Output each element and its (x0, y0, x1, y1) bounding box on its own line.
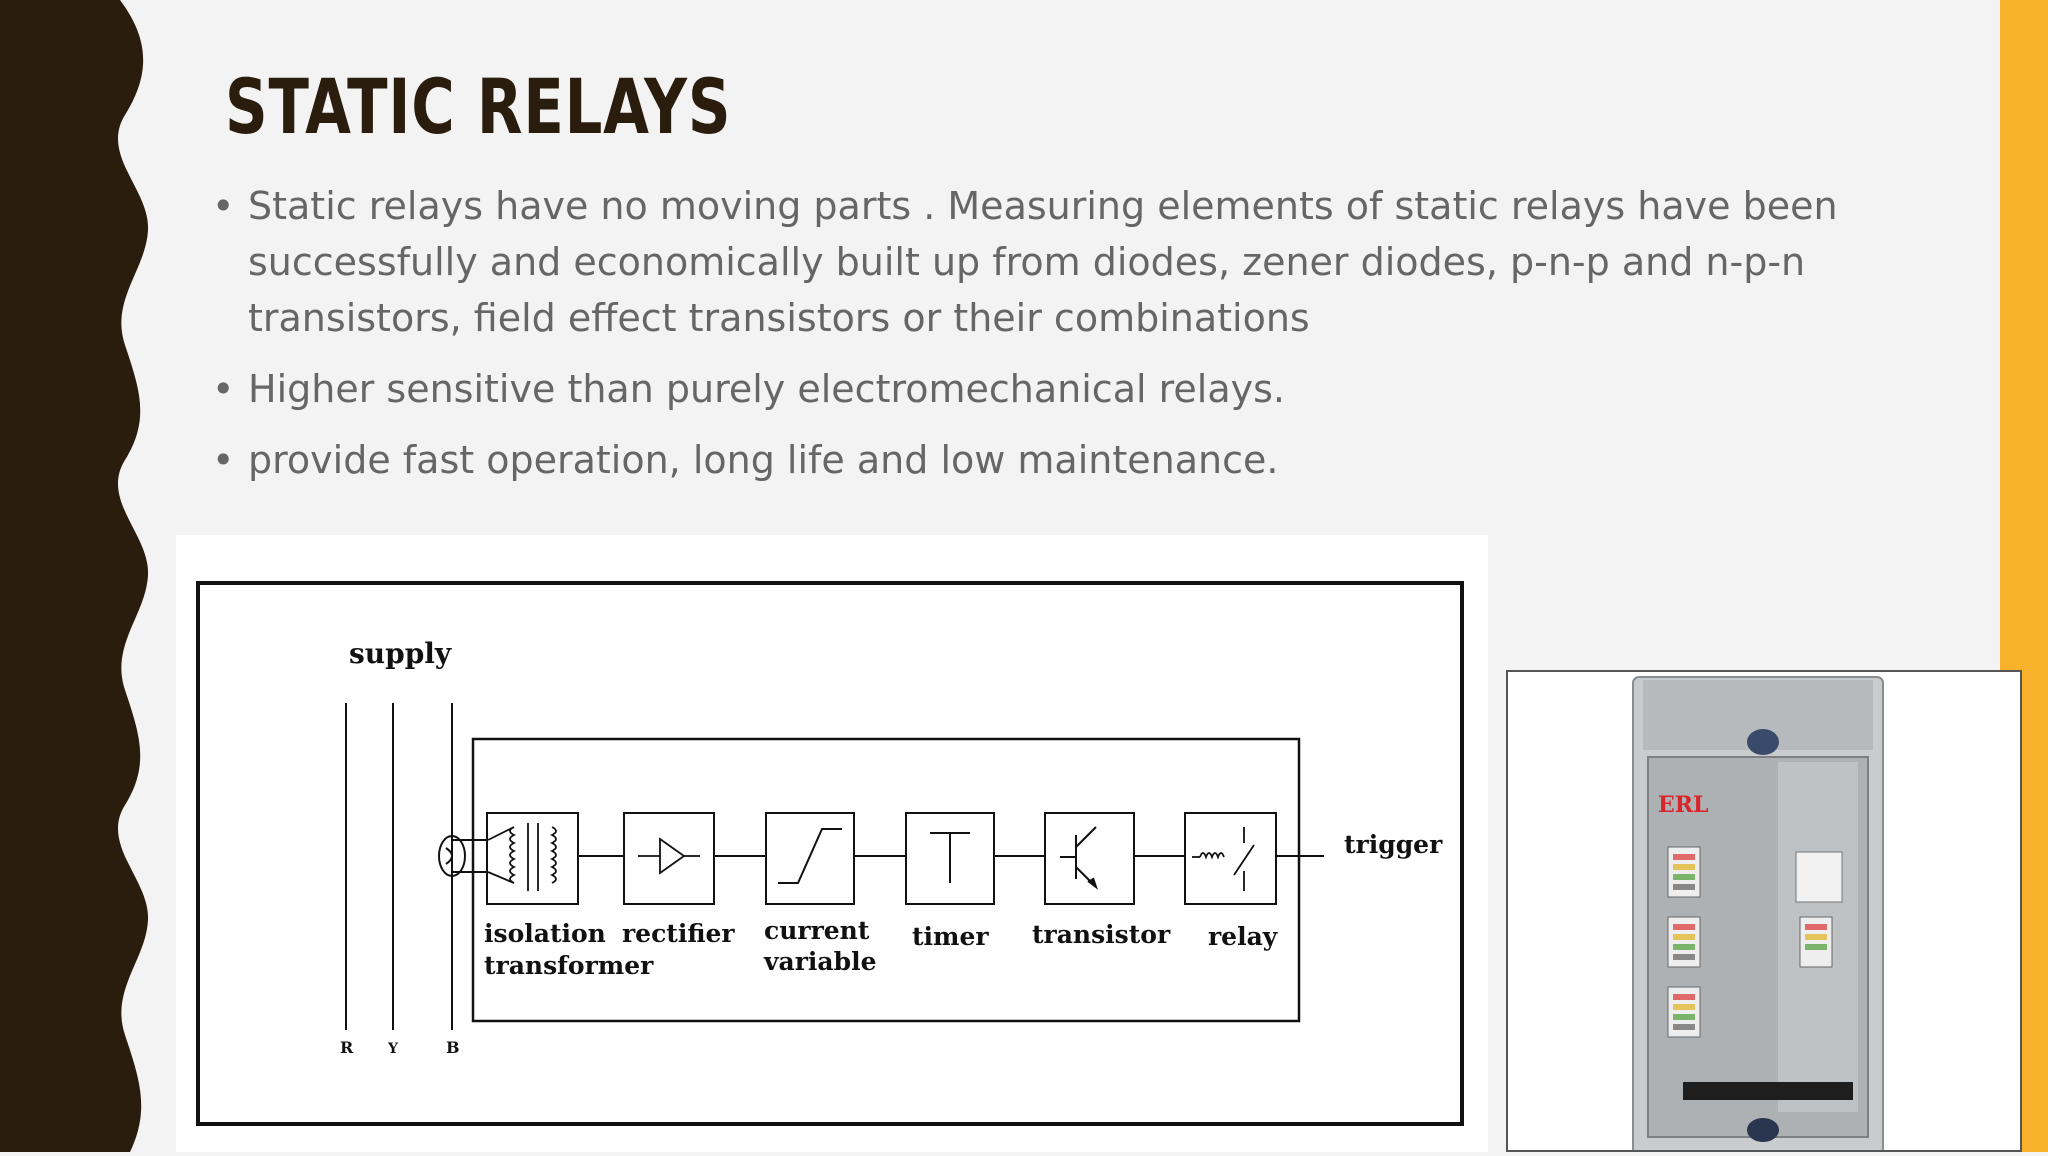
rectifier-symbol-icon (638, 837, 700, 875)
dip-switch-module (1667, 986, 1701, 1038)
bullet-text: Higher sensitive than purely electromech… (248, 367, 1286, 411)
block-relay: relay (1184, 812, 1279, 951)
block-label: relay (1208, 922, 1279, 951)
bullet-dot-icon: • (212, 367, 235, 411)
slide-title: STATIC RELAYS (225, 62, 732, 151)
block-isolation-transformer: isolation transformer (484, 812, 654, 980)
relay-contact-icon (1192, 827, 1255, 891)
dip-switch-module (1667, 846, 1701, 898)
static-relay-block-diagram: supply R Y B (196, 581, 1464, 1126)
diagram-outer-frame (196, 581, 1464, 1126)
phase-label-b: B (446, 1038, 460, 1057)
photo-brand-text: ERL (1658, 792, 1709, 818)
static-relay-device-image: ERL (1508, 672, 2020, 1150)
timer-symbol-icon (930, 832, 970, 883)
bullet-text: provide fast operation, long life and lo… (248, 438, 1279, 482)
dip-switch-module (1799, 916, 1833, 968)
block-transistor: transistor (1032, 812, 1171, 949)
phase-label-y: Y (387, 1041, 399, 1057)
transistor-symbol-icon (1060, 826, 1098, 890)
bullet-item: • provide fast operation, long life and l… (212, 432, 1852, 488)
trigger-label: trigger (1344, 830, 1443, 859)
bullet-item: • Static relays have no moving parts . Me… (212, 178, 1852, 346)
bullet-dot-icon: • (212, 438, 235, 482)
left-wavy-band (0, 0, 149, 1152)
block-label: timer (912, 922, 989, 951)
bullet-item: • Higher sensitive than purely electromec… (212, 361, 1852, 417)
block-timer: timer (905, 812, 995, 951)
dip-switch-module (1667, 916, 1701, 968)
bullet-dot-icon: • (212, 184, 235, 228)
phase-label-r: R (340, 1038, 354, 1057)
relay-photo: ERL (1506, 670, 2022, 1152)
block-rectifier: rectifier (622, 812, 735, 948)
block-label: current (764, 916, 870, 945)
block-diagram-card: supply R Y B (176, 535, 1488, 1152)
block-label: isolation (484, 919, 606, 948)
bullet-text: Static relays have no moving parts . Mea… (248, 184, 1838, 340)
block-label: variable (763, 947, 876, 976)
supply-label: supply (349, 637, 452, 670)
block-label: transformer (484, 951, 654, 980)
current-transformer-icon (438, 835, 488, 877)
transformer-coil-icon (487, 823, 557, 891)
block-label: rectifier (622, 919, 735, 948)
diagram-inner-frame (471, 737, 1301, 1023)
ramp-curve-icon (778, 828, 842, 884)
block-label: transistor (1032, 920, 1171, 949)
block-current-variable: current variable (763, 812, 876, 976)
bullet-list: • Static relays have no moving parts . Me… (212, 178, 1852, 503)
